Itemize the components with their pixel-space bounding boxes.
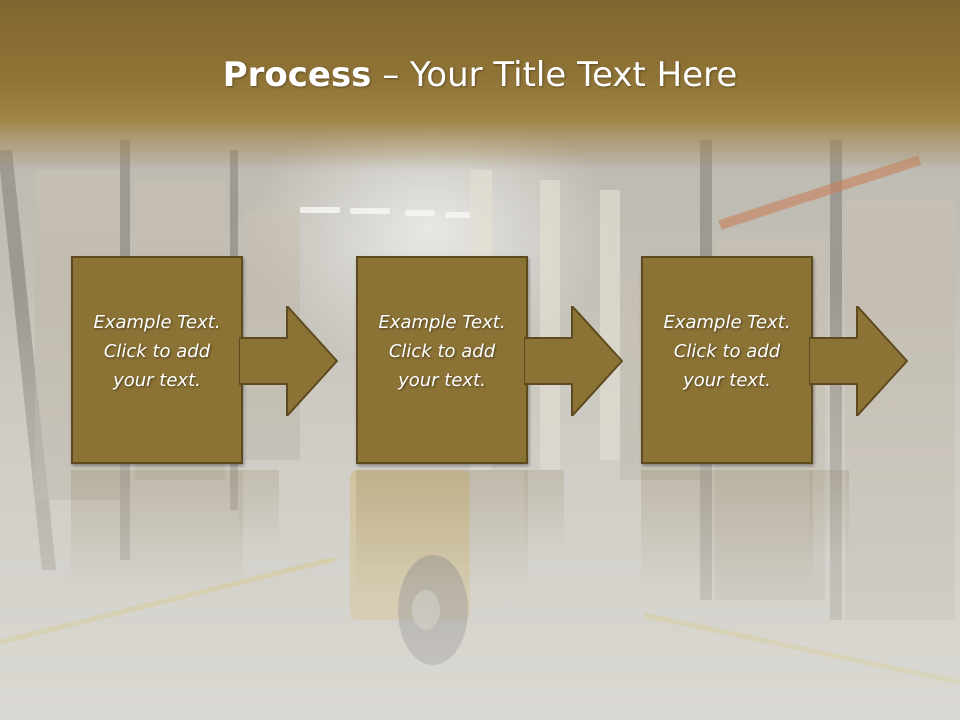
title-rest: – Your Title Text Here <box>371 55 738 95</box>
step-text[interactable]: Example Text. Click to add your text. <box>641 308 813 395</box>
process-step-2[interactable]: Example Text. Click to add your text. <box>356 256 626 468</box>
process-step-1[interactable]: Example Text. Click to add your text. <box>71 256 341 468</box>
step-reflection <box>71 470 341 590</box>
step-reflection <box>356 470 626 590</box>
title-bold: Process <box>222 55 372 95</box>
step-text-line-3: your text. <box>398 370 486 391</box>
header-band <box>0 0 960 170</box>
step-box[interactable] <box>71 256 243 464</box>
step-box[interactable] <box>641 256 813 464</box>
step-text-line-1: Example Text. <box>93 312 221 333</box>
step-reflection <box>641 470 911 590</box>
right-arrow-shape-icon <box>239 306 338 416</box>
step-text-line-3: your text. <box>683 370 771 391</box>
slide-title[interactable]: Process – Your Title Text Here <box>0 50 960 100</box>
step-text-line-2: Click to add <box>103 341 211 362</box>
process-step-3[interactable]: Example Text. Click to add your text. <box>641 256 911 468</box>
step-text-line-2: Click to add <box>388 341 496 362</box>
right-arrow-shape-icon <box>809 306 908 416</box>
step-text[interactable]: Example Text. Click to add your text. <box>71 308 243 395</box>
step-text-line-1: Example Text. <box>378 312 506 333</box>
step-text-line-2: Click to add <box>673 341 781 362</box>
step-text-line-1: Example Text. <box>663 312 791 333</box>
step-box[interactable] <box>356 256 528 464</box>
step-text-line-3: your text. <box>113 370 201 391</box>
step-text[interactable]: Example Text. Click to add your text. <box>356 308 528 395</box>
right-arrow-shape-icon <box>524 306 623 416</box>
